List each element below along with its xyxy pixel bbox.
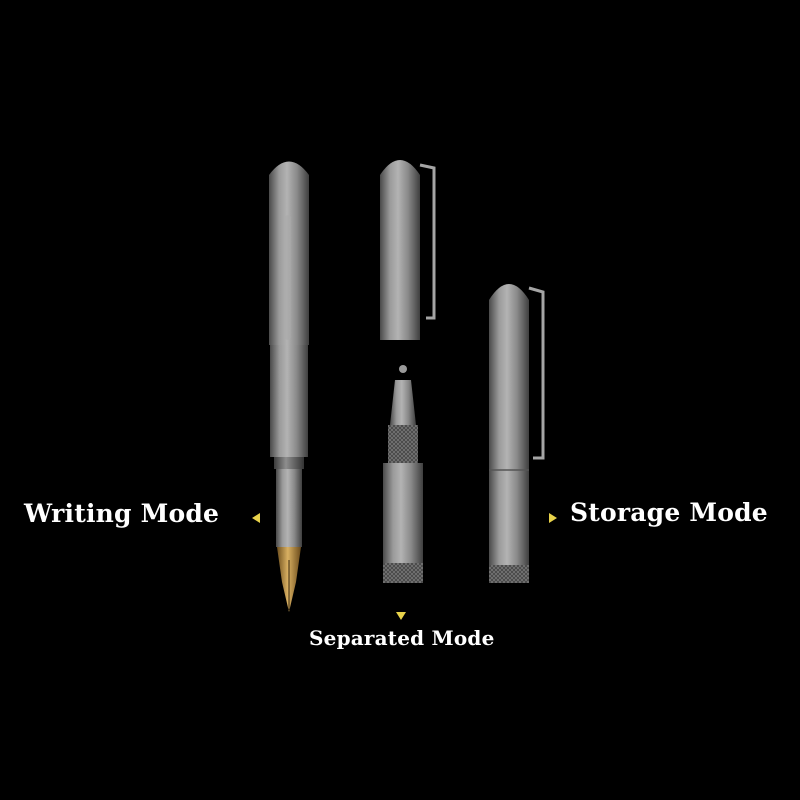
writing-mode-pen bbox=[269, 161, 309, 612]
separated-cap-clip bbox=[419, 163, 436, 320]
pen-ring bbox=[274, 457, 304, 469]
pen-clip bbox=[285, 215, 291, 340]
separated-mode-pen bbox=[380, 160, 436, 583]
refill-cone bbox=[390, 380, 416, 425]
separated-end-knurl bbox=[383, 563, 423, 583]
writing-mode-label: Writing Mode bbox=[24, 499, 220, 528]
knurled-grip bbox=[388, 425, 418, 463]
triangle-right-icon bbox=[549, 513, 557, 523]
triangle-down-icon bbox=[396, 612, 406, 620]
pen-section bbox=[276, 469, 302, 547]
storage-pen-body bbox=[489, 284, 529, 570]
storage-mode-label: Storage Mode bbox=[570, 498, 768, 527]
ballpoint-tip bbox=[399, 365, 407, 373]
storage-end-knurl bbox=[489, 565, 529, 583]
storage-clip bbox=[528, 286, 545, 460]
separated-cap bbox=[380, 160, 420, 340]
storage-mode-pen bbox=[489, 284, 545, 583]
triangle-left-icon bbox=[252, 513, 260, 523]
separated-mode-label: Separated Mode bbox=[309, 626, 495, 650]
separated-body bbox=[383, 463, 423, 563]
pen-barrel bbox=[270, 345, 308, 457]
